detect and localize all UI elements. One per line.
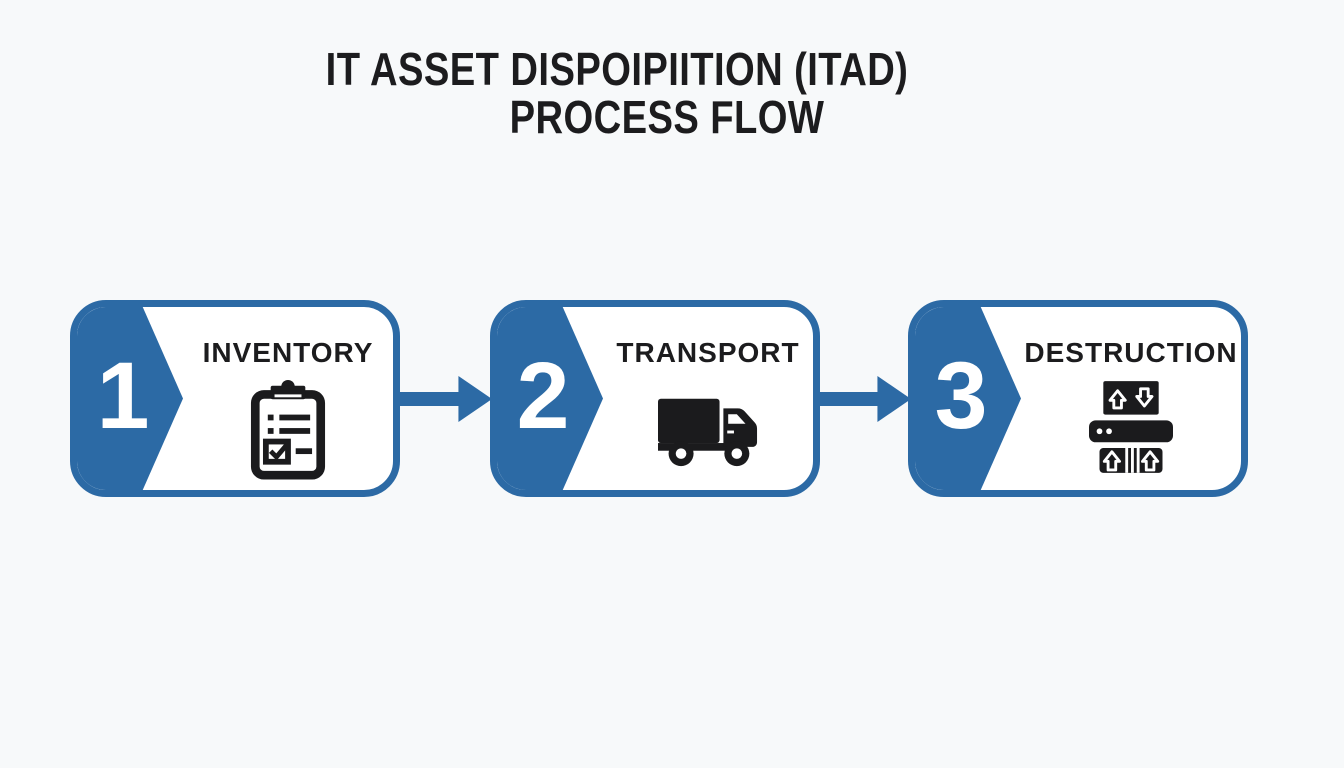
step-label: DESTRUCTION [1024,337,1238,368]
process-step-card-inventory: 1 INVENTORY [70,300,400,497]
process-step-card-transport: 2 TRANSPORT [490,300,820,497]
delivery-truck-icon [658,398,758,467]
step-content: TRANSPORT [607,307,809,490]
page-title-line1: IT ASSET DISPOIPIITION (ITAD) [325,43,909,95]
flow-arrow-icon [397,376,493,422]
checklist-clipboard-icon [250,379,326,480]
step-number-chevron: 3 [915,307,1021,490]
page-title-line2: PROCESS FLOW [509,91,825,143]
step-number: 1 [96,343,150,449]
step-number-chevron: 1 [77,307,183,490]
paper-shredder-icon [1089,381,1173,473]
step-content: DESTRUCTION [1024,307,1238,490]
step-number-chevron: 2 [497,307,603,490]
step-content: INVENTORY [187,307,389,490]
flow-arrow-icon [816,376,912,422]
step-number: 2 [516,343,570,449]
step-number: 3 [934,343,988,449]
step-label: TRANSPORT [616,337,800,368]
step-label: INVENTORY [202,337,374,368]
process-step-card-destruction: 3 DESTRUCTION [908,300,1248,497]
